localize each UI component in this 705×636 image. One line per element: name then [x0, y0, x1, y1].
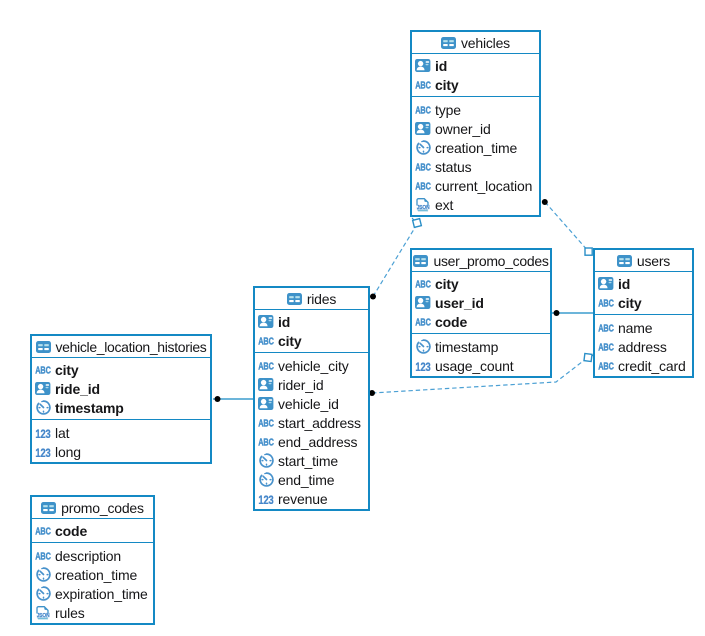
- svg-text:ABC: ABC: [598, 298, 614, 307]
- svg-text:ABC: ABC: [35, 551, 51, 560]
- svg-text:JSON: JSON: [417, 205, 430, 211]
- svg-text:ABC: ABC: [415, 181, 431, 190]
- svg-text:123: 123: [415, 361, 431, 371]
- svg-text:ABC: ABC: [415, 279, 431, 288]
- svg-text:ABC: ABC: [35, 526, 51, 535]
- svg-text:ABC: ABC: [598, 323, 614, 332]
- svg-text:123: 123: [258, 494, 274, 504]
- svg-text:JSON: JSON: [37, 613, 50, 619]
- svg-text:ABC: ABC: [415, 80, 431, 89]
- svg-text:ABC: ABC: [258, 336, 274, 345]
- svg-text:123: 123: [35, 447, 51, 457]
- svg-text:ABC: ABC: [415, 317, 431, 326]
- svg-text:ABC: ABC: [258, 418, 274, 427]
- svg-text:ABC: ABC: [35, 365, 51, 374]
- svg-text:123: 123: [35, 428, 51, 438]
- svg-text:ABC: ABC: [598, 361, 614, 370]
- svg-text:ABC: ABC: [415, 105, 431, 114]
- svg-text:ABC: ABC: [258, 437, 274, 446]
- svg-text:ABC: ABC: [258, 361, 274, 370]
- svg-text:ABC: ABC: [598, 342, 614, 351]
- svg-text:ABC: ABC: [415, 162, 431, 171]
